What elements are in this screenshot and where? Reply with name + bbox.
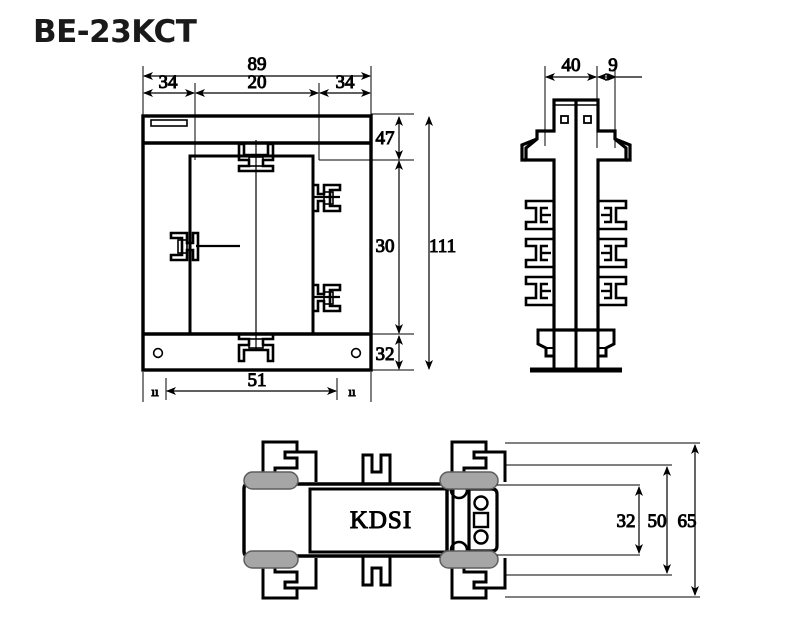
front-housing-outline bbox=[141, 114, 373, 372]
front-mounting-hole-left bbox=[152, 347, 164, 359]
front-terminal-clamp-right-lower bbox=[311, 283, 342, 313]
dim-34-right-label: 34 bbox=[336, 72, 356, 93]
bottom-view-group: KDSI bbox=[242, 440, 700, 600]
bottom-clip-lower-left bbox=[261, 560, 299, 600]
side-terminal-left-2 bbox=[524, 237, 554, 269]
bottom-clip-upper-right-arm bbox=[486, 450, 507, 482]
side-terminal-right-2 bbox=[598, 237, 628, 269]
bottom-clip-lower-right-arm bbox=[486, 558, 507, 590]
rubber-pad-upper-left bbox=[243, 471, 299, 490]
dim-bottom-65-label: 65 bbox=[678, 511, 697, 532]
dim-40-label: 40 bbox=[562, 55, 581, 76]
dim-51-label: 51 bbox=[248, 370, 267, 391]
dim-bottom-50-label: 50 bbox=[648, 511, 667, 532]
side-shoulder-right bbox=[614, 137, 632, 162]
side-terminal-right-3 bbox=[598, 275, 628, 307]
dim-47-label: 47 bbox=[376, 128, 395, 149]
front-view-group: 89 34 20 34 bbox=[141, 54, 457, 402]
brand-label: KDSI bbox=[350, 507, 412, 534]
dim-9-label: 9 bbox=[608, 55, 618, 76]
dim-89-label: 89 bbox=[248, 54, 267, 75]
side-foot-notch-left bbox=[545, 347, 555, 357]
dim-34-left-label: 34 bbox=[159, 72, 179, 93]
bottom-right-connector bbox=[467, 487, 499, 553]
bottom-clip-lower-right bbox=[450, 560, 488, 600]
bottom-clip-upper-left-arm bbox=[297, 450, 318, 482]
side-square-left bbox=[560, 115, 569, 124]
front-top-notch bbox=[150, 119, 188, 127]
rubber-pad-lower-left bbox=[243, 550, 299, 569]
dim-111-label: 111 bbox=[429, 236, 456, 257]
side-terminal-left-1 bbox=[524, 199, 554, 231]
dim-30-label: 30 bbox=[376, 236, 395, 257]
bottom-body-outline bbox=[242, 482, 449, 558]
dim-32-label: 32 bbox=[376, 344, 395, 365]
bottom-rubber-pads bbox=[243, 471, 499, 569]
front-terminal-clamp-bottom bbox=[237, 332, 275, 363]
side-terminal-right-1 bbox=[598, 199, 628, 231]
rubber-pad-lower-right bbox=[439, 550, 499, 569]
side-foot-notch-right bbox=[597, 347, 607, 357]
bottom-clip-upper-left bbox=[261, 440, 299, 480]
bottom-u-clip-bottom bbox=[361, 557, 392, 587]
bottom-u-clip-top bbox=[361, 453, 392, 483]
front-mounting-hole-right bbox=[350, 347, 362, 359]
bottom-connector-hole-top bbox=[473, 495, 489, 511]
bottom-connector-hole-bottom bbox=[473, 529, 489, 545]
side-square-right bbox=[583, 115, 592, 124]
side-view-group: 40 9 bbox=[520, 55, 642, 373]
dim-tick-right-label: ıı bbox=[348, 384, 356, 399]
bottom-clip-upper-right bbox=[450, 440, 488, 480]
rubber-pad-upper-right bbox=[439, 471, 499, 490]
side-shoulder-left bbox=[520, 137, 538, 162]
dim-tick-left-label: ıı bbox=[151, 384, 159, 399]
dim-bottom-32-label: 32 bbox=[617, 511, 636, 532]
side-terminal-left-3 bbox=[524, 275, 554, 307]
bottom-witness-lines bbox=[497, 442, 700, 598]
page-title: BE-23KCT bbox=[33, 14, 197, 50]
bottom-connector-square bbox=[472, 511, 490, 529]
front-terminal-clamp-right-upper bbox=[311, 183, 342, 213]
bottom-label-panel bbox=[308, 487, 455, 554]
front-terminal-clamp-top bbox=[237, 142, 275, 173]
front-terminal-clamp-left bbox=[169, 231, 200, 262]
bottom-clip-lower-left-arm bbox=[297, 558, 318, 590]
dim-20-label: 20 bbox=[248, 72, 267, 93]
